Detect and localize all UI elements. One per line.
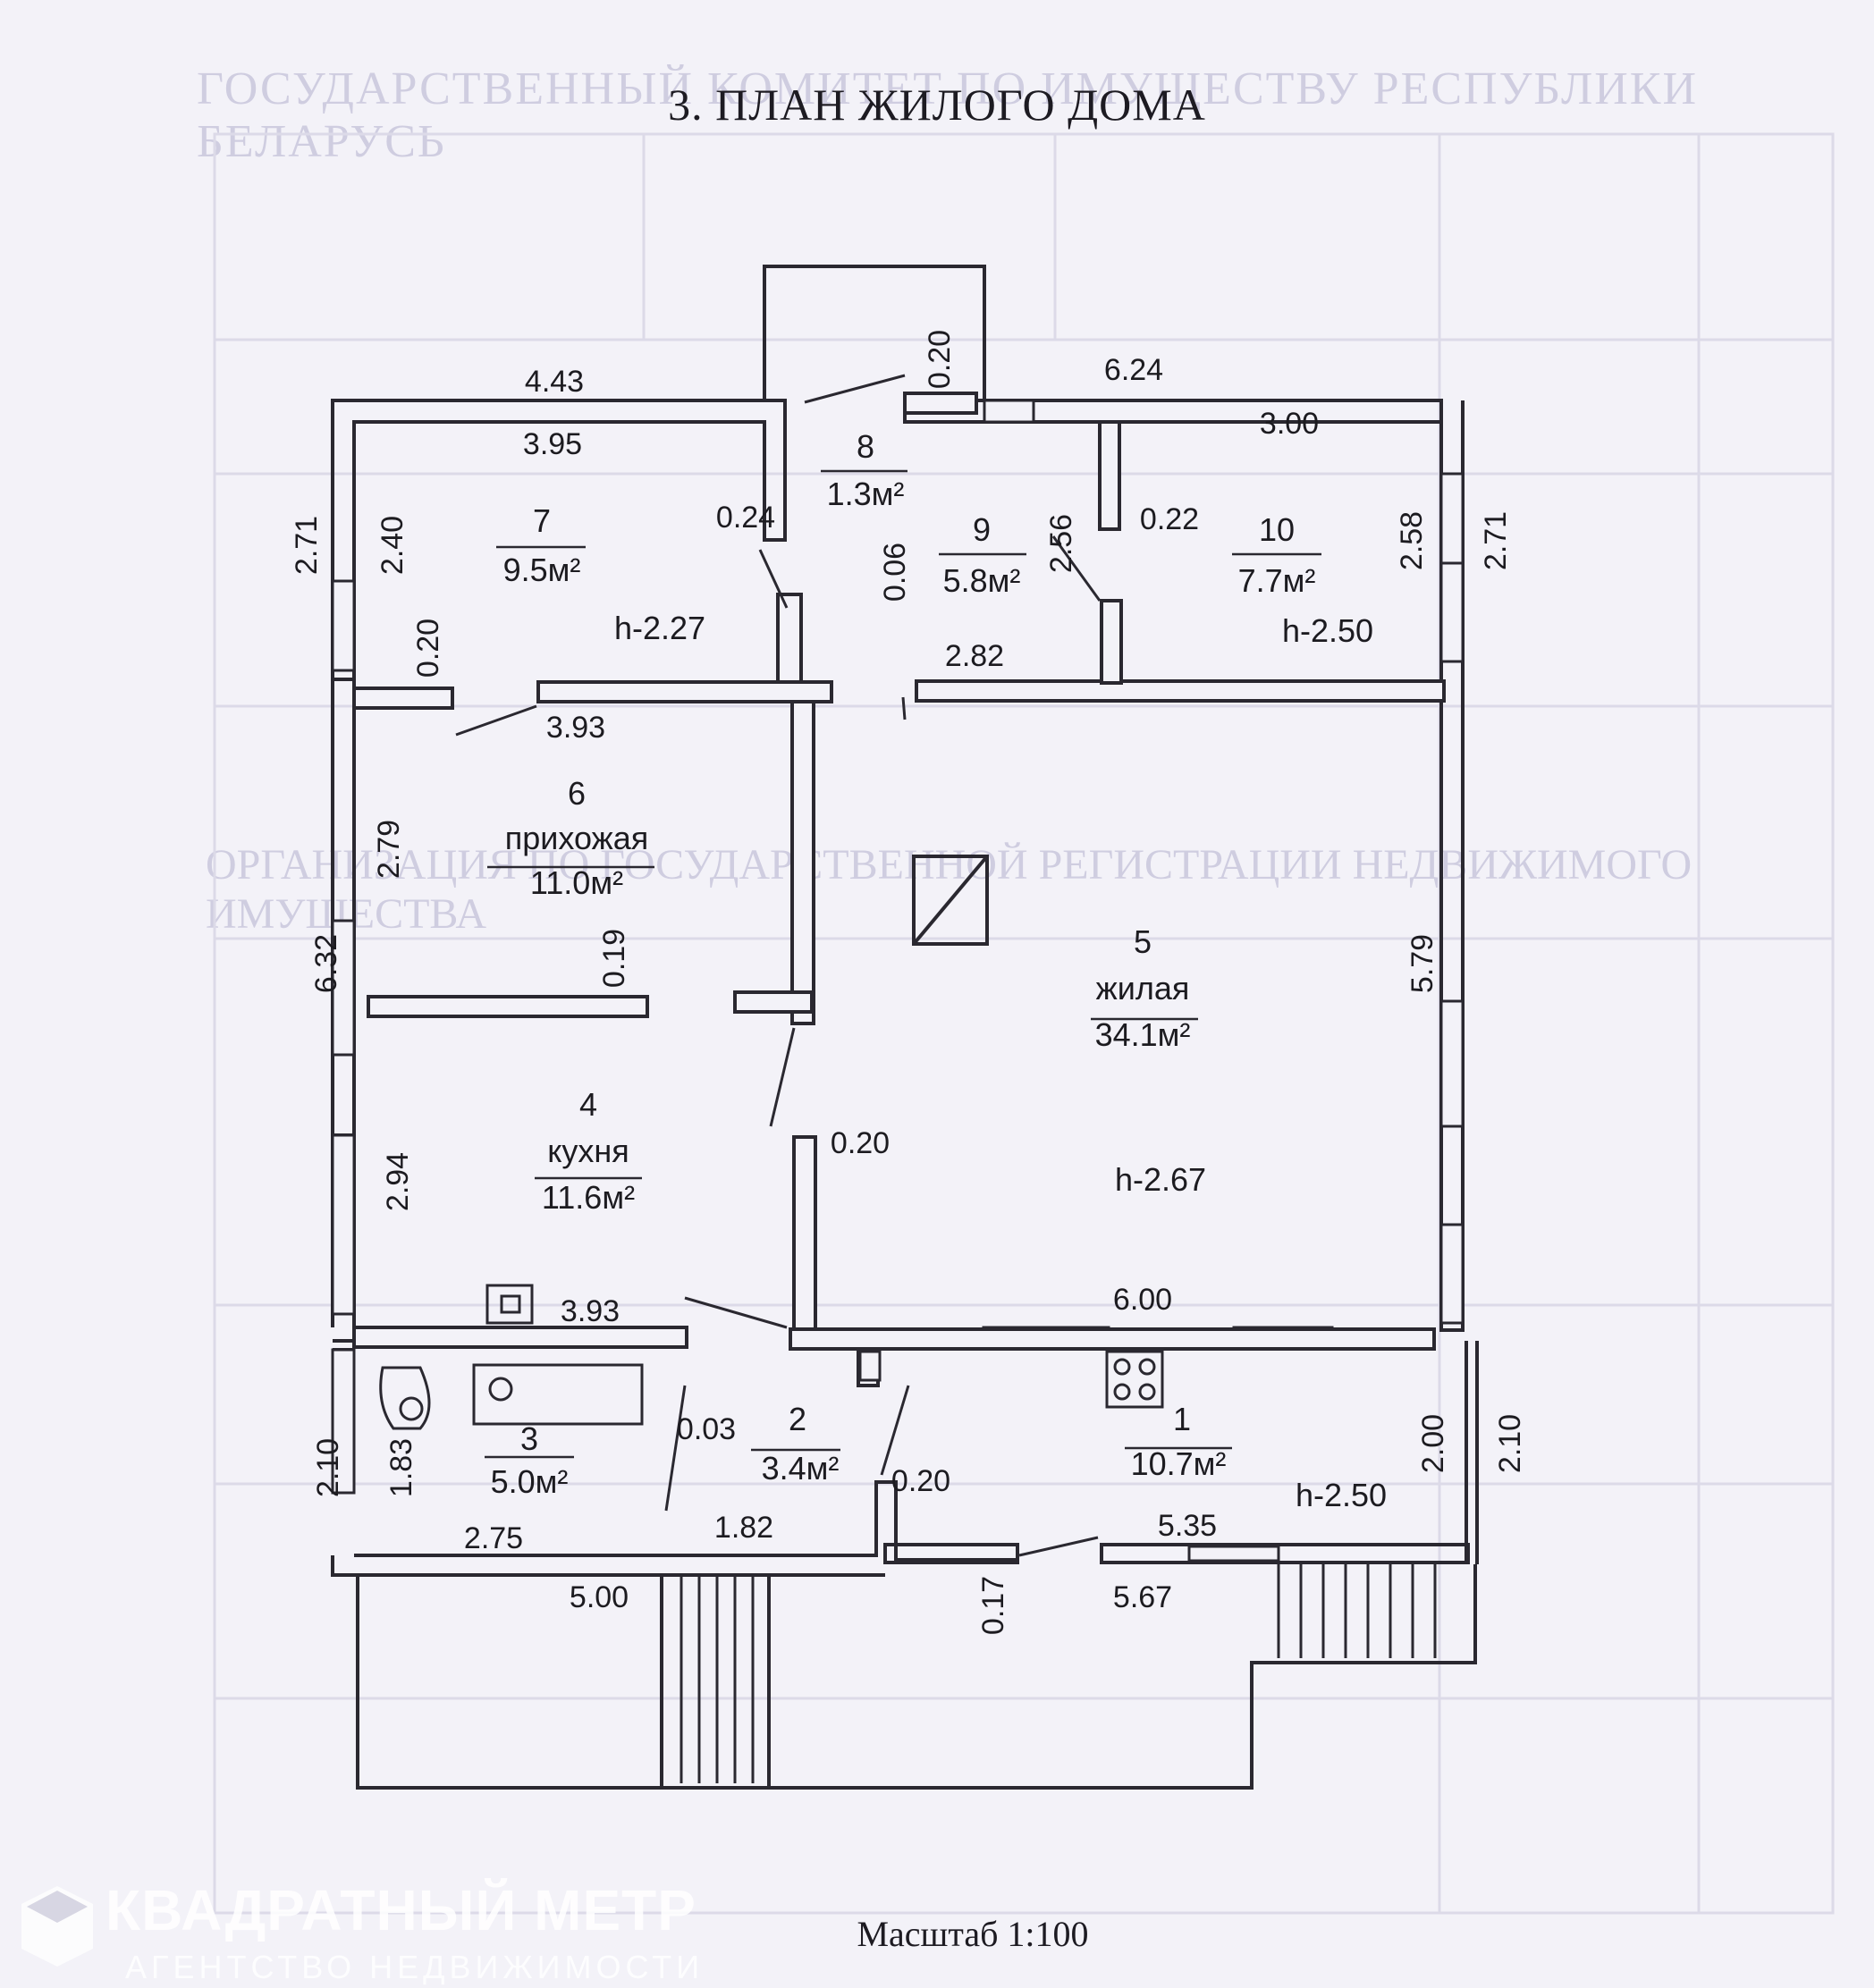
- dimension-label: 0.20: [831, 1126, 890, 1160]
- ventilation-shaft-icon: [912, 855, 989, 946]
- room-1-area: 10.7м²: [1131, 1445, 1227, 1482]
- dimension-label: 0.19: [597, 929, 631, 988]
- dimension-label: 5.00: [570, 1580, 629, 1614]
- room-2-area: 3.4м²: [762, 1450, 840, 1487]
- watermark-name: КВАДРАТНЫЙ МЕТР: [106, 1878, 696, 1942]
- dimension-label: 6.32: [309, 934, 343, 993]
- room-labels: 7 9.5м² 8 1.3м² 9 5.8м² 10 7.7м² 6 прихо…: [491, 428, 1316, 1500]
- room-4-name: кухня: [547, 1133, 629, 1169]
- stairs-left: [680, 1575, 755, 1783]
- dimension-label: 2.75: [464, 1521, 523, 1555]
- dimension-label: 2.00: [1416, 1414, 1450, 1473]
- dimension-labels: 4.43 3.95 6.24 3.00 0.24 0.22 2.82 3.93 …: [464, 353, 1319, 1614]
- watermark-logo-icon: [21, 1886, 93, 1967]
- room-3-number: 3: [520, 1420, 538, 1457]
- room-10-area: 7.7м²: [1238, 562, 1316, 599]
- dimension-label: 0.20: [923, 330, 957, 389]
- dimension-label: 2.10: [1493, 1414, 1527, 1473]
- dimension-label: 2.94: [381, 1152, 415, 1211]
- room-8-number: 8: [857, 428, 874, 465]
- dimension-label: 3.93: [546, 711, 605, 745]
- dimension-label: 2.58: [1395, 511, 1429, 570]
- dimension-label: 0.22: [1140, 502, 1199, 536]
- watermark-subtitle: АГЕНТСТВО НЕДВИЖИМОСТИ: [125, 1949, 705, 1985]
- dimension-label: 2.82: [945, 639, 1004, 673]
- area-underlines: [485, 469, 1321, 1459]
- room-3-area: 5.0м²: [491, 1463, 569, 1500]
- dimension-label: 2.56: [1044, 514, 1078, 573]
- interior-walls: [352, 392, 1446, 1387]
- room-4-area: 11.6м²: [542, 1179, 635, 1216]
- room-6-number: 6: [568, 775, 586, 812]
- room-2-number: 2: [789, 1401, 806, 1437]
- dimension-label: 0.06: [878, 543, 912, 602]
- dimension-label: 3.93: [561, 1294, 620, 1328]
- dimension-label: 5.79: [1406, 934, 1439, 993]
- dimension-label: 3.95: [523, 427, 582, 461]
- room-10-number: 10: [1259, 511, 1295, 548]
- room-5-number: 5: [1134, 923, 1152, 960]
- door-swings: [455, 374, 1102, 1557]
- dimension-label: 1.82: [714, 1511, 773, 1545]
- room-8-area: 1.3м²: [827, 476, 905, 512]
- height-label: h-2.50: [1296, 1477, 1387, 1513]
- gas-stove-icon: [1105, 1350, 1164, 1409]
- room-7-area: 9.5м²: [503, 552, 581, 588]
- toilet-icon: [379, 1366, 431, 1430]
- dimension-label: 2.71: [290, 516, 324, 575]
- room-6-name: прихожая: [505, 820, 648, 856]
- ceiling-heights: h-2.27 h-2.50 h-2.67 h-2.50: [614, 610, 1387, 1513]
- dimension-label: 2.10: [311, 1438, 345, 1497]
- dimension-label: 6.24: [1104, 353, 1163, 387]
- room-5-name: жилая: [1096, 970, 1190, 1007]
- height-label: h-2.27: [614, 610, 705, 646]
- dimension-labels-vertical: 0.20 2.71 2.40 0.06 2.56 2.58 2.71 0.20 …: [290, 330, 1527, 1635]
- room-1-number: 1: [1173, 1401, 1191, 1437]
- bathtub-icon: [472, 1363, 644, 1426]
- scale-label: Масштаб 1:100: [857, 1914, 1089, 1954]
- room-9-area: 5.8м²: [943, 562, 1021, 599]
- height-label: h-2.67: [1115, 1161, 1206, 1198]
- room-6-area: 11.0м²: [530, 864, 623, 901]
- background-bleed-grid: [213, 132, 1835, 1915]
- dimension-label: 5.35: [1158, 1509, 1217, 1543]
- exterior-walls: [331, 265, 1479, 1577]
- room-4-number: 4: [579, 1086, 597, 1123]
- plan-title: 3. ПЛАН ЖИЛОГО ДОМА: [668, 80, 1206, 130]
- stove-icon: [485, 1284, 534, 1325]
- dimension-label: 0.20: [891, 1464, 950, 1498]
- porch-outline: [356, 1564, 1477, 1790]
- dimension-label: 5.67: [1113, 1580, 1172, 1614]
- dimension-label: 0.17: [976, 1576, 1010, 1635]
- height-label: h-2.50: [1282, 612, 1373, 649]
- room-7-number: 7: [533, 502, 551, 539]
- dimension-label: 2.71: [1479, 511, 1513, 570]
- dimension-label: 0.03: [677, 1412, 736, 1446]
- dimension-label: 0.20: [411, 619, 445, 678]
- dimension-label: 3.00: [1260, 407, 1319, 441]
- dimension-label: 2.79: [372, 820, 406, 879]
- chimney-icon: [858, 1350, 882, 1382]
- dimension-label: 2.40: [376, 516, 409, 575]
- stairs-right: [1277, 1564, 1437, 1658]
- dimension-label: 1.83: [384, 1438, 418, 1497]
- room-9-number: 9: [973, 511, 991, 548]
- room-5-area: 34.1м²: [1095, 1016, 1191, 1053]
- dimension-label: 0.24: [716, 501, 775, 535]
- dimension-label: 6.00: [1113, 1283, 1172, 1317]
- dimension-label: 4.43: [525, 365, 584, 399]
